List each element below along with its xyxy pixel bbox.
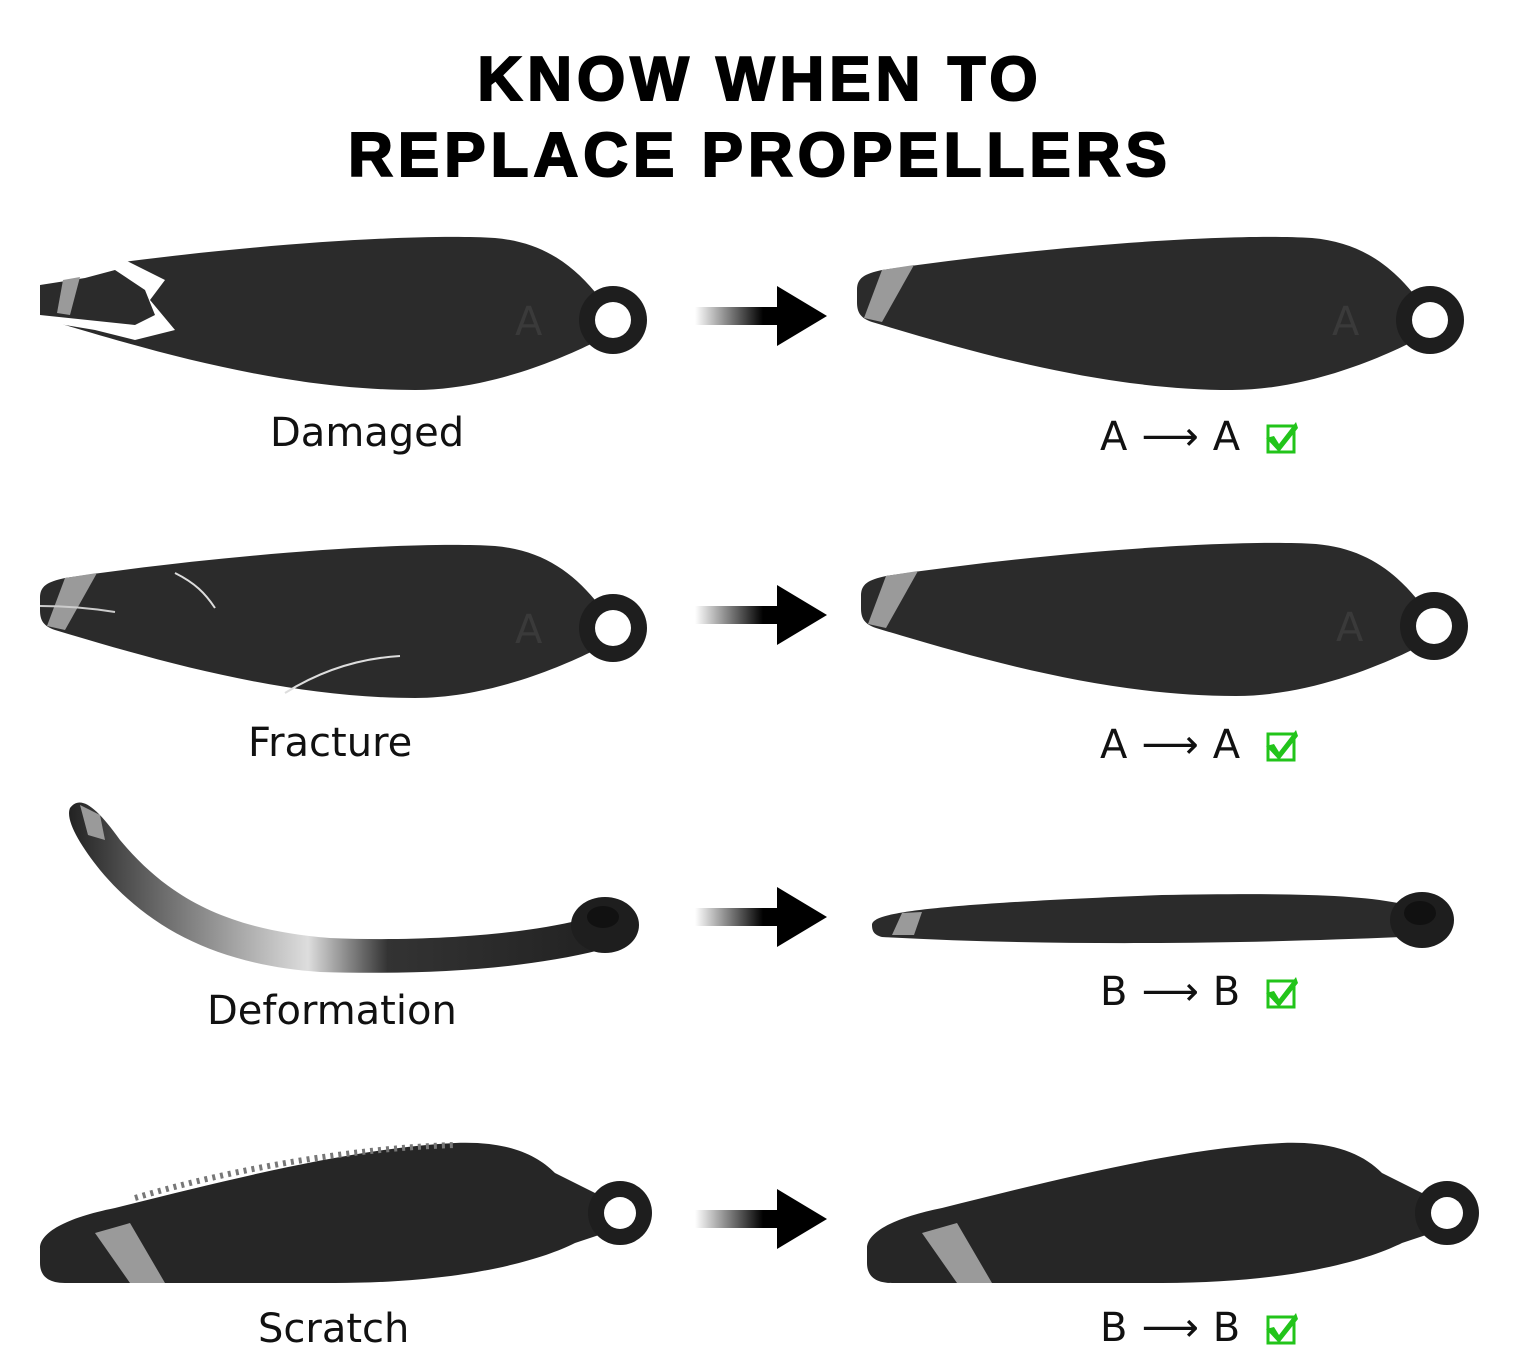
new-propeller-b (867, 1142, 1479, 1283)
new-propeller-a (861, 542, 1468, 696)
check-box-icon (1266, 422, 1299, 454)
arrow-glyph: ⟶ (1141, 722, 1199, 768)
condition-label-fracture: Fracture (248, 720, 413, 766)
deformed-propeller (69, 802, 639, 973)
check-box-icon (1266, 730, 1299, 762)
arrow-glyph: ⟶ (1141, 1305, 1199, 1351)
arrow-glyph: ⟶ (1141, 414, 1199, 460)
arrow-glyph: ⟶ (1141, 969, 1199, 1015)
to-type: B (1212, 969, 1241, 1015)
title-line-1: KNOW WHEN TO (476, 44, 1043, 115)
arrow-icon (695, 585, 827, 645)
new-propeller-b (872, 892, 1454, 948)
from-type: B (1100, 969, 1128, 1015)
replacement-mapping-1: A ⟶ A (1100, 414, 1299, 460)
from-type: A (1100, 722, 1128, 768)
scratched-propeller (40, 1142, 652, 1283)
to-type: A (1212, 722, 1241, 768)
from-type: B (1100, 1305, 1128, 1351)
to-type: A (1212, 414, 1241, 460)
new-propeller-a (857, 236, 1464, 390)
check-box-icon (1266, 977, 1299, 1009)
title-line-2: REPLACE PROPELLERS (347, 120, 1172, 191)
condition-label-damaged: Damaged (270, 410, 465, 456)
arrow-icon (695, 1189, 827, 1249)
arrow-icon (695, 286, 827, 346)
replacement-mapping-3: B ⟶ B (1100, 969, 1299, 1015)
check-box-icon (1266, 1313, 1299, 1345)
replacement-mapping-2: A ⟶ A (1100, 722, 1299, 768)
to-type: B (1212, 1305, 1241, 1351)
damaged-propeller (35, 236, 647, 390)
replacement-mapping-4: B ⟶ B (1100, 1305, 1299, 1351)
from-type: A (1100, 414, 1128, 460)
fractured-propeller (39, 544, 647, 698)
condition-label-scratch: Scratch (258, 1306, 410, 1352)
condition-label-deformation: Deformation (207, 988, 457, 1034)
arrow-icon (695, 887, 827, 947)
